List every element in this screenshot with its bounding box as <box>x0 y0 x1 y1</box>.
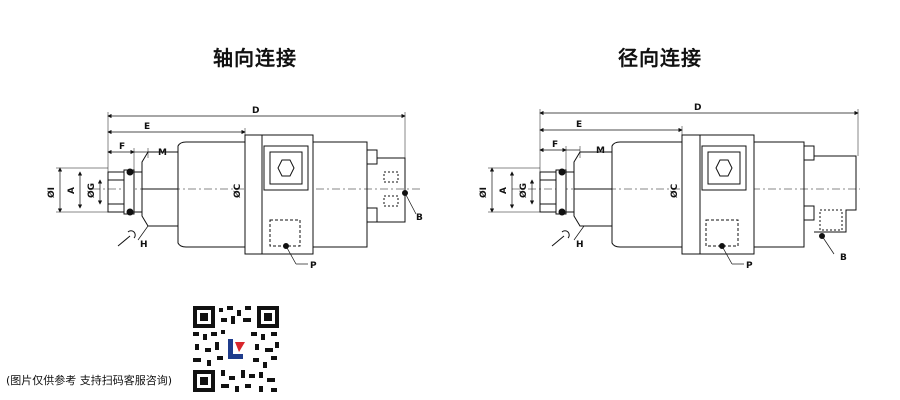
axial-label-d: D <box>252 106 259 116</box>
radial-label-e: E <box>576 120 582 130</box>
radial-dimension-labels: D E F M ØI A ØG ØC H P B <box>478 103 847 271</box>
axial-dimensions <box>56 112 417 265</box>
axial-label-e: E <box>144 122 150 132</box>
axial-dimension-labels: D E F M ØI A ØG ØC H P B <box>46 106 423 271</box>
radial-dimensions <box>488 109 859 265</box>
radial-label-h: H <box>576 240 584 250</box>
axial-label-g: ØG <box>86 183 97 198</box>
axial-label-c: ØC <box>232 183 243 198</box>
brand-logo-icon <box>228 339 243 359</box>
axial-label-b: B <box>416 213 423 223</box>
radial-label-p: P <box>746 261 753 271</box>
radial-label-b: B <box>840 253 847 263</box>
radial-label-f: F <box>552 140 558 150</box>
radial-label-d: D <box>694 103 701 113</box>
radial-label-g: ØG <box>518 183 529 198</box>
radial-label-i: ØI <box>478 187 489 198</box>
radial-label-a: A <box>499 187 509 194</box>
radial-connection-title: 径向连接 <box>618 46 702 70</box>
axial-label-a: A <box>67 187 77 194</box>
axial-label-h: H <box>140 240 148 250</box>
axial-label-p: P <box>310 261 317 271</box>
axial-label-f: F <box>119 142 125 152</box>
image-reference-caption: (图片仅供参考 支持扫码客服咨询) <box>6 374 173 387</box>
axial-label-m: M <box>158 148 167 158</box>
qr-code-image[interactable] <box>191 304 281 394</box>
radial-label-m: M <box>596 146 605 156</box>
axial-label-i: ØI <box>46 187 57 198</box>
axial-connection-title: 轴向连接 <box>213 46 297 70</box>
axial-drawing <box>92 134 420 255</box>
radial-label-c: ØC <box>669 183 680 198</box>
radial-drawing <box>512 134 860 255</box>
